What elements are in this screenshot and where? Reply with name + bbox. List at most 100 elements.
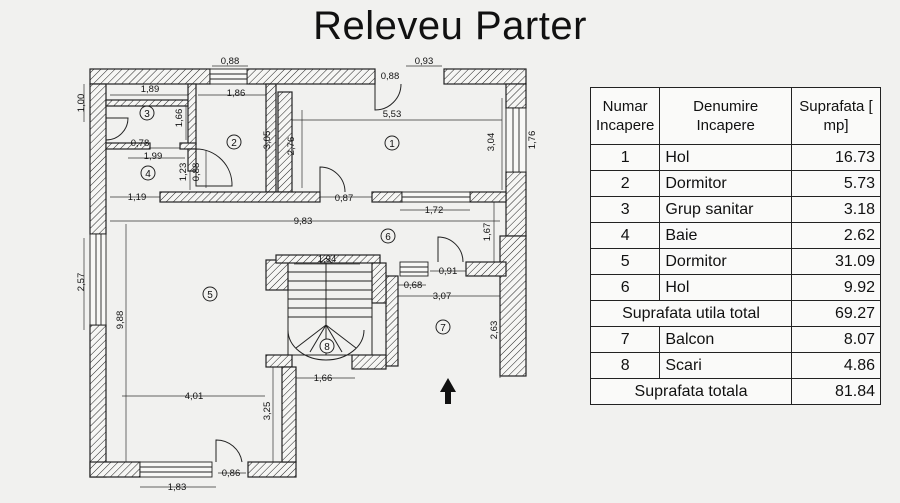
dim-label: 0,93 xyxy=(415,56,434,67)
dim-label: 3,07 xyxy=(433,291,452,302)
cell-name: Hol xyxy=(659,144,792,171)
dim-label: 1,72 xyxy=(425,205,444,216)
room-marker-2: 2 xyxy=(226,134,242,150)
cell-area: 2.62 xyxy=(791,222,881,249)
dim-label: 0,78 xyxy=(131,138,150,149)
dim-label: 3,04 xyxy=(486,133,497,152)
dim-label: 1,86 xyxy=(227,88,246,99)
table-row: 6 Hol 9.92 xyxy=(589,274,881,301)
dim-label: 1,66 xyxy=(314,373,333,384)
windows xyxy=(89,68,527,478)
cell-num: 2 xyxy=(589,170,661,197)
header-num: Numar Incapere xyxy=(589,87,661,145)
room-marker-6: 6 xyxy=(380,228,396,244)
dim-label: 1,23 xyxy=(178,163,189,182)
cell-num: 4 xyxy=(589,222,661,249)
table-row: 1 Hol 16.73 xyxy=(589,144,881,171)
room-marker-4: 4 xyxy=(140,165,156,181)
table-row: 3 Grup sanitar 3.18 xyxy=(589,196,881,223)
room-marker-8: 8 xyxy=(319,338,335,354)
dim-label: 1,89 xyxy=(141,84,160,95)
table-row: 8 Scari 4.86 xyxy=(589,352,881,379)
svg-text:8: 8 xyxy=(324,342,330,353)
cell-name: Scari xyxy=(659,352,792,379)
utila-value: 69.27 xyxy=(791,300,881,327)
svg-text:5: 5 xyxy=(207,290,213,301)
table-row: 2 Dormitor 5.73 xyxy=(589,170,881,197)
room-marker-5: 5 xyxy=(202,286,218,302)
cell-area: 16.73 xyxy=(791,144,881,171)
dim-label: 1,76 xyxy=(527,131,538,150)
dim-label: 2,57 xyxy=(76,273,87,292)
header-area: Suprafata [ mp] xyxy=(791,87,881,145)
dim-label: 5,53 xyxy=(383,109,402,120)
dimension-labels: 0,88 0,93 0,88 1,89 1,86 5,53 1,00 1,66 … xyxy=(76,56,538,493)
dim-label: 9,88 xyxy=(115,311,126,330)
dim-label: 1,99 xyxy=(144,151,163,162)
staircase xyxy=(287,257,373,361)
dim-label: 0,88 xyxy=(381,71,400,82)
cell-area: 4.86 xyxy=(791,352,881,379)
cell-area: 9.92 xyxy=(791,274,881,301)
table-subtotal-row: Suprafata utila total 69.27 xyxy=(590,300,881,327)
dim-label: 2,76 xyxy=(286,137,297,156)
totala-label: Suprafata totala xyxy=(590,378,792,405)
cell-name: Grup sanitar xyxy=(659,196,792,223)
svg-text:3: 3 xyxy=(144,109,150,120)
table-row: 5 Dormitor 31.09 xyxy=(589,248,881,275)
door-swings xyxy=(105,83,464,463)
cell-name: Baie xyxy=(659,222,792,249)
dim-label: 2,63 xyxy=(489,321,500,340)
room-marker-7: 7 xyxy=(435,319,451,335)
utila-label: Suprafata utila total xyxy=(590,300,792,327)
room-marker-1: 1 xyxy=(384,135,400,151)
page-title: Releveu Parter xyxy=(313,4,587,48)
dim-label: 0,87 xyxy=(335,193,354,204)
cell-name: Balcon xyxy=(659,326,792,353)
cell-num: 3 xyxy=(589,196,661,223)
cell-area: 8.07 xyxy=(791,326,881,353)
dim-label: 4,01 xyxy=(185,391,204,402)
dim-label: 1,66 xyxy=(174,109,185,128)
cell-name: Dormitor xyxy=(659,170,792,197)
dim-label: 1,00 xyxy=(76,94,87,113)
dim-label: 1,94 xyxy=(318,254,337,265)
cell-area: 31.09 xyxy=(791,248,881,275)
dim-label: 0,86 xyxy=(222,468,241,479)
dim-label: 1,83 xyxy=(168,482,187,493)
dim-label: 1,19 xyxy=(128,192,147,203)
arrow-up-icon xyxy=(440,378,456,404)
table-total-row: Suprafata totala 81.84 xyxy=(590,378,881,405)
table-row: 7 Balcon 8.07 xyxy=(589,326,881,353)
svg-text:4: 4 xyxy=(145,169,151,180)
dim-label: 0,88 xyxy=(221,56,240,67)
area-table: Numar Incapere Denumire Incapere Suprafa… xyxy=(589,87,881,405)
svg-text:6: 6 xyxy=(385,232,391,243)
cell-area: 5.73 xyxy=(791,170,881,197)
svg-text:2: 2 xyxy=(231,138,237,149)
dim-label: 0,88 xyxy=(191,163,202,182)
cell-num: 6 xyxy=(589,274,661,301)
cell-num: 1 xyxy=(589,144,661,171)
svg-text:1: 1 xyxy=(389,139,395,150)
cell-name: Hol xyxy=(659,274,792,301)
dim-label: 3,25 xyxy=(262,402,273,421)
dim-label: 9,83 xyxy=(294,216,313,227)
dim-label: 1,67 xyxy=(482,223,493,242)
dim-label: 0,91 xyxy=(439,266,458,277)
dim-label: 3,05 xyxy=(262,131,273,150)
cell-num: 5 xyxy=(589,248,661,275)
totala-value: 81.84 xyxy=(791,378,881,405)
cell-num: 7 xyxy=(589,326,661,353)
cell-name: Dormitor xyxy=(659,248,792,275)
walls xyxy=(89,68,527,478)
header-name: Denumire Incapere xyxy=(659,87,792,145)
table-header-row: Numar Incapere Denumire Incapere Suprafa… xyxy=(589,87,881,145)
room-marker-3: 3 xyxy=(139,105,155,121)
table-row: 4 Baie 2.62 xyxy=(589,222,881,249)
dimension-lines xyxy=(83,65,526,488)
svg-text:7: 7 xyxy=(440,323,446,334)
dim-label: 0,68 xyxy=(404,280,423,291)
cell-area: 3.18 xyxy=(791,196,881,223)
